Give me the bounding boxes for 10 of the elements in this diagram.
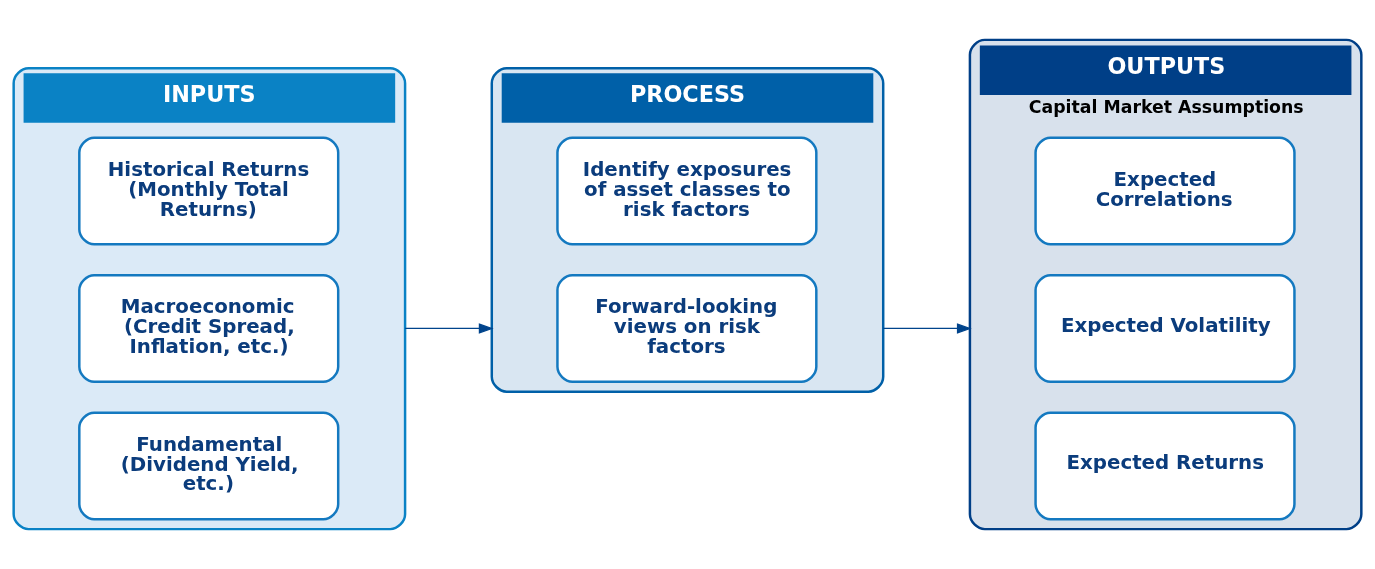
arrow — [882, 323, 972, 334]
node-box: Historical Returns (Monthly Total Returns) — [78, 136, 340, 246]
node-box: Macroeconomic (Credit Spread, Inflation, etc.) — [78, 273, 340, 383]
node-box: Identify exposures of asset classes to risk factors — [556, 136, 818, 246]
node-box: Expected Volatility — [1034, 273, 1296, 383]
node-box: Fundamental (Dividend Yield, etc.) — [78, 411, 340, 521]
arrow — [404, 323, 494, 334]
node-box: Expected Correlations — [1034, 136, 1296, 246]
node-box: Forward-looking views on risk factors — [556, 273, 818, 383]
node-box: Expected Returns — [1034, 411, 1296, 521]
